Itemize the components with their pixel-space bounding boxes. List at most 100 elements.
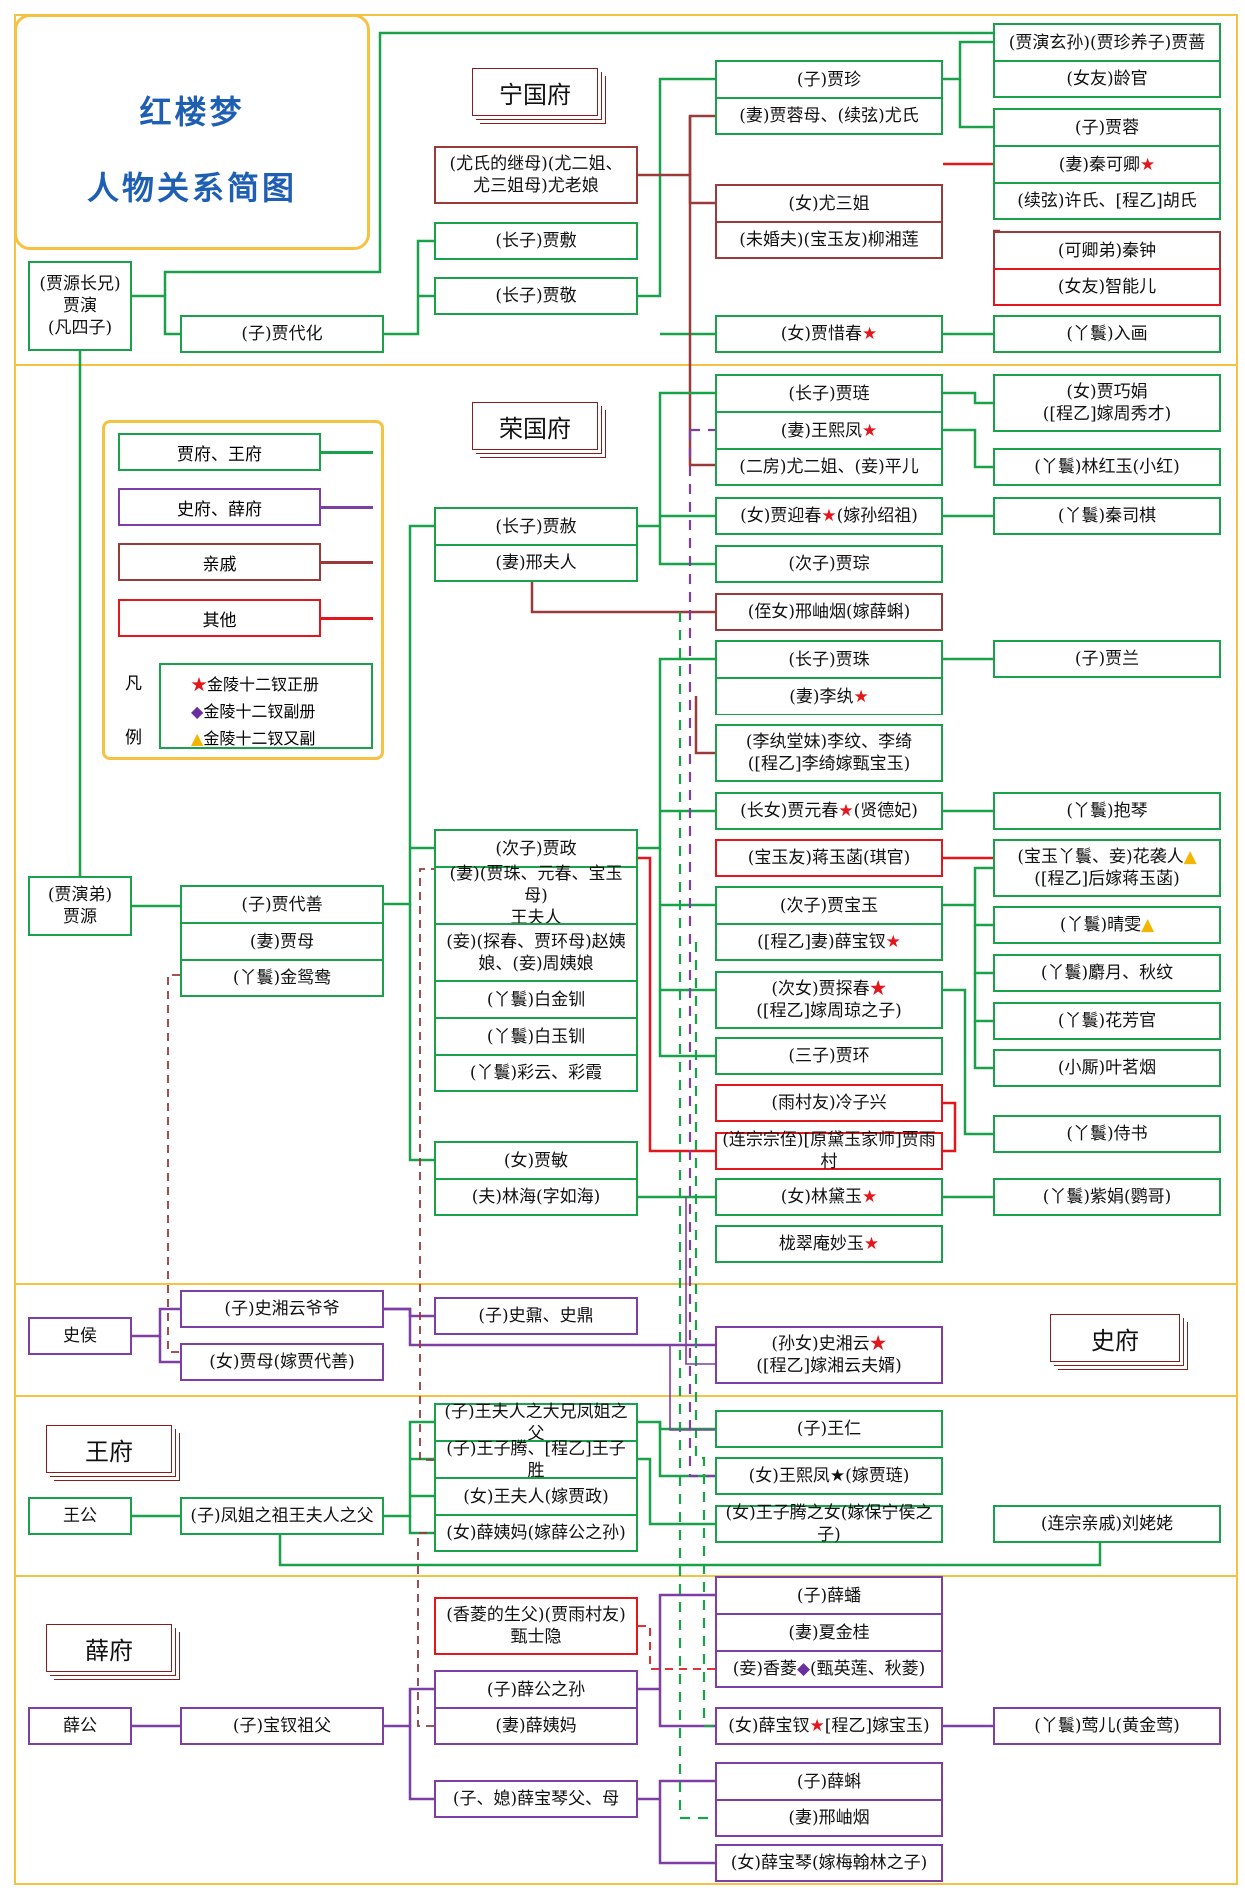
person-wang-gong: 王公 [28,1497,132,1535]
person-jia-huan: (三子)贾环 [715,1037,943,1075]
line-zhen-rong [958,79,993,129]
line-xuegrand-qinparents [408,1726,434,1801]
diagram-title: 红楼梦 [139,93,245,131]
person-jia-zheng: (次子)贾政 [434,829,638,867]
person-liu-xianglian: (未婚夫)(宝玉友)柳湘莲 [715,221,943,259]
line-zheng-yucun [638,856,715,1153]
person-xing-xiuyan-rong: (侄女)邢岫烟(嫁薛蝌) [715,593,943,631]
line-lian-qiaojie [943,391,993,405]
line-tanchun-shishu [943,988,993,1136]
person-jia-she: (长子)贾赦 [434,507,638,545]
person-jia-qiaojie: (女)贾巧娟 ([程乙]嫁周秀才) [993,374,1221,432]
person-li-wen: (李纨堂妹)李纹、李绮 ([程乙]李绮嫁甄宝玉) [715,724,943,782]
line-baoyu-qingwen [973,905,993,927]
person-bai-yuchuan: (丫鬟)白玉钏 [434,1017,638,1055]
person-yuan-yang: (丫鬟)金鸳鸯 [180,959,384,997]
shi-title: 史府 [1050,1314,1180,1362]
person-jia-rong: (子)贾蓉 [993,108,1221,146]
person-jia-zhen: (子)贾珍 [715,60,943,98]
legend-mark-tertiary: ▲金陵十二钗又副 [191,729,316,748]
person-zi-juan: (丫鬟)紫娟(鹦哥) [993,1178,1221,1216]
line-xifeng-marriage [688,430,715,1478]
line-liulaolao [278,1535,1102,1567]
line-zheng-zhu [638,657,715,850]
person-baochai-wife: ([程乙]妻)薛宝钗★ [715,923,943,961]
person-wang-ziteng-daughter: (女)王子腾之女(嫁保宁侯之子) [715,1503,943,1545]
person-liu-laolao: (连宗亲戚)刘姥姥 [993,1505,1221,1543]
person-jia-xichun: (女)贾惜春★ [715,315,943,353]
person-ru-hua: (丫鬟)入画 [993,315,1221,353]
line-daishan-she [384,524,434,906]
person-jia-mu-shi: (女)贾母(嫁贾代善) [180,1343,384,1381]
wang-title: 王府 [46,1425,172,1473]
line-zhen-qiang [943,40,993,81]
line-xing-xiuyan [530,582,715,614]
xue-section [14,1575,1238,1885]
line-shiyin-xiangling [638,1625,715,1670]
line-jiamu-link [167,974,180,1353]
line-wgrand-brother [384,1420,434,1518]
line-brother-wangren [638,1420,715,1431]
line-wgrand-xueyima [408,1516,434,1535]
person-jia-zong: (次子)贾琮 [715,545,943,583]
person-xue-baochai: (女)薛宝钗★[程乙]嫁宝玉) [715,1707,943,1745]
person-wang-furen-wang: (女)王夫人(嫁贾政) [434,1477,638,1515]
line-zheng-huan [658,990,715,1058]
person-bao-qin-maid: (丫鬟)抱琴 [993,792,1221,830]
line-baochai-marriage [694,942,715,1728]
line-jing-zhen [638,77,715,298]
line-xuegrand-sun [384,1687,434,1728]
person-wang-xifeng: (妻)王熙凤★ [715,411,943,449]
legend-item-jia-wang: 贾府、王府 [118,433,321,471]
legend-line-brown [321,561,373,564]
line-daihua-fu [384,239,434,336]
person-you-erjie: (二房)尤二姐、(妾)平儿 [715,448,943,486]
legend-mark-main: ★金陵十二钗正册 [191,675,320,694]
line-xifeng-hongyu [943,428,993,469]
person-xing-furen: (妻)邢夫人 [434,544,638,582]
legend-line-purple [321,506,373,509]
legend-item-relatives: 亲戚 [118,543,321,581]
line-xiuyan-marriage [678,612,715,1820]
person-you-laoniang: (尤氏的继母)(尤二姐、 尤三姐母)尤老娘 [434,146,638,204]
person-jia-yucun: (连宗宗侄)[原黛玉家师]贾雨村 [715,1130,943,1172]
legend-marks: ★金陵十二钗正册 ◆金陵十二钗副册 ▲金陵十二钗又副 [159,663,373,749]
person-qingwen: (丫鬟)晴雯▲ [993,906,1221,944]
person-xiang-ling: (妾)香菱◆(甄英莲、秋菱) [715,1650,943,1688]
person-jia-daishan: (子)贾代善 [180,885,384,923]
legend-mark-secondary: ◆金陵十二钗副册 [191,702,316,721]
person-shi-xiangyun: (孙女)史湘云★([程乙]嫁湘云夫婿) [715,1326,943,1384]
line-jiayan-qiang [163,31,993,296]
person-jia-yuanchun: (长女)贾元春★(贤德妃) [715,792,943,830]
line-yima-link [417,1532,434,1727]
line-ziteng-daughter [638,1457,715,1526]
person-jia-lian: (长子)贾琏 [715,374,943,412]
person-jiang-yuhan: (宝玉友)蒋玉菡(琪官) [715,839,943,877]
person-miao-yu: 栊翠庵妙玉★ [715,1225,943,1263]
line-yucun-lengzixing [943,1101,957,1153]
person-hua-xiren: (宝玉丫鬟、妾)花袭人▲([程乙]后嫁蒋玉菡) [993,839,1221,897]
person-jia-jing: (长子)贾敬 [434,277,638,315]
person-jia-zhu: (长子)贾珠 [715,640,943,678]
line-jiayan-daihua [132,294,180,336]
person-qin-zhong: (可卿弟)秦钟 [993,231,1221,269]
person-xue-pan: (子)薛蟠 [715,1576,943,1614]
line-xiangyun-link [669,1344,720,1431]
person-jia-lan: (子)贾兰 [993,640,1221,678]
person-lin-daiyu: (女)林黛玉★ [715,1178,943,1216]
line-she-lian [638,391,715,528]
person-wang-furen: (妻)(贾珠、元春、宝玉母) 王夫人 [434,864,638,928]
person-xue-qin-parents: (子、媳)薛宝琴父、母 [434,1780,638,1818]
line-qinparents-ke [638,1779,715,1801]
legend-fan-label: 凡 [125,674,142,694]
person-xue-sun: (子)薛公之孙 [434,1670,638,1708]
person-qin-keqing: (妻)秦可卿★ [993,145,1221,183]
person-lin-ruhai: (夫)林海(字如海) [434,1178,638,1216]
person-siqi: (丫鬟)秦司棋 [993,497,1221,535]
person-wang-xifeng-wang: (女)王熙凤★(嫁贾琏) [715,1457,943,1495]
person-cai-yun: (丫鬟)彩云、彩霞 [434,1054,638,1092]
line-baoyu-fangguan [973,973,993,1023]
person-wang-brother: (子)王夫人之大兄凤姐之父 [434,1402,638,1444]
line-furen-link [419,868,434,1461]
line-grandpa-xiangyun [384,1307,715,1347]
